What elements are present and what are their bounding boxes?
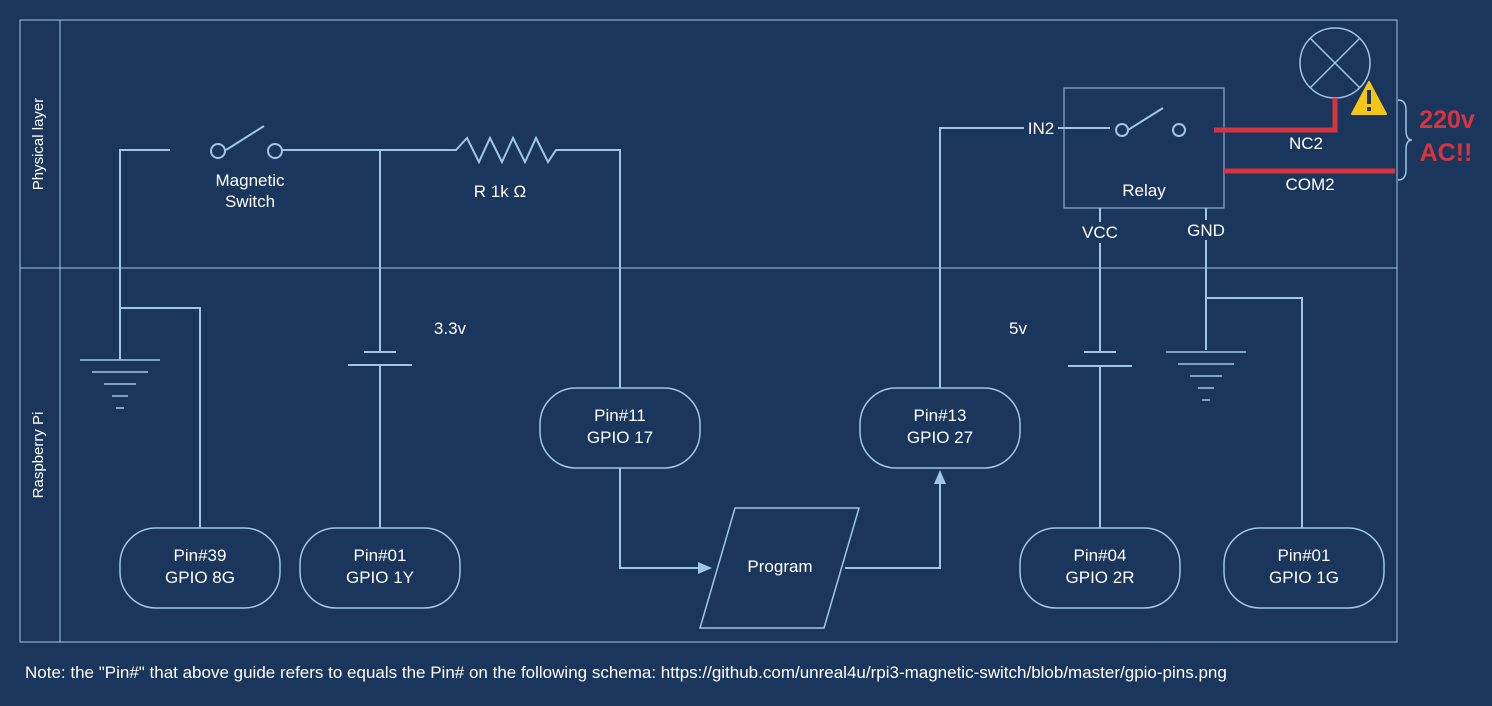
resistor-label: R 1k Ω bbox=[474, 182, 526, 201]
pin04-gpio: GPIO 2R bbox=[1066, 568, 1135, 587]
warning-icon bbox=[1351, 81, 1387, 115]
pin39-label: Pin#39 bbox=[174, 546, 227, 565]
pin13-gpio: GPIO 27 bbox=[907, 428, 973, 447]
pin11-gpio: GPIO 17 bbox=[587, 428, 653, 447]
ac-power-lines bbox=[1214, 98, 1395, 174]
arrow-to-program-icon bbox=[698, 562, 712, 574]
battery-3v3-symbol bbox=[348, 351, 412, 366]
footnote: Note: the "Pin#" that above guide refers… bbox=[25, 663, 1227, 682]
pin01-left-gpio: GPIO 1Y bbox=[346, 568, 414, 587]
program-box bbox=[699, 507, 860, 629]
warning-ac-label: AC!! bbox=[1420, 139, 1473, 167]
in2-label: IN2 bbox=[1028, 119, 1054, 138]
voltage-5v-label: 5v bbox=[1009, 319, 1027, 338]
magnetic-switch-label: Magnetic bbox=[216, 171, 285, 190]
pin01-right-label: Pin#01 bbox=[1278, 546, 1331, 565]
arrow-to-gpio27-icon bbox=[934, 470, 946, 484]
magnetic-switch-label-2: Switch bbox=[225, 192, 275, 211]
lamp-symbol bbox=[1299, 27, 1371, 99]
program-label: Program bbox=[747, 557, 812, 576]
pin11-label: Pin#11 bbox=[594, 406, 646, 425]
pin04-label: Pin#04 bbox=[1074, 546, 1127, 565]
pin13-box bbox=[859, 387, 1021, 469]
pin39-box bbox=[119, 527, 281, 609]
nc2-label: NC2 bbox=[1289, 134, 1323, 153]
pin01-left-label: Pin#01 bbox=[354, 546, 407, 565]
battery-5v-symbol bbox=[1068, 351, 1132, 367]
pin39-gpio: GPIO 8G bbox=[165, 568, 235, 587]
ground-left-symbol bbox=[80, 359, 160, 409]
warning-voltage-label: 220v bbox=[1419, 106, 1475, 134]
pin13-label: Pin#13 bbox=[914, 406, 967, 425]
relay-label: Relay bbox=[1122, 181, 1166, 200]
curly-brace-icon bbox=[1397, 99, 1413, 181]
vcc-label: VCC bbox=[1082, 223, 1118, 242]
pin01-right-box bbox=[1223, 527, 1385, 609]
pin11-box bbox=[539, 387, 701, 469]
lane-physical-label: Physical layer bbox=[30, 98, 47, 191]
pin01-left-box bbox=[299, 527, 461, 609]
voltage-3v3-label: 3.3v bbox=[434, 319, 467, 338]
relay-switch-symbol bbox=[1115, 123, 1186, 137]
swimlane-frame bbox=[19, 19, 1398, 643]
com2-label: COM2 bbox=[1285, 175, 1334, 194]
ground-right-symbol bbox=[1166, 351, 1246, 401]
pin04-box bbox=[1019, 527, 1181, 609]
magnetic-switch-symbol bbox=[210, 143, 283, 159]
lane-raspberry-label: Raspberry Pi bbox=[30, 412, 47, 499]
gnd-label: GND bbox=[1187, 221, 1225, 240]
relay-box bbox=[1063, 87, 1225, 209]
pin01-right-gpio: GPIO 1G bbox=[1269, 568, 1339, 587]
wires bbox=[119, 107, 1303, 569]
